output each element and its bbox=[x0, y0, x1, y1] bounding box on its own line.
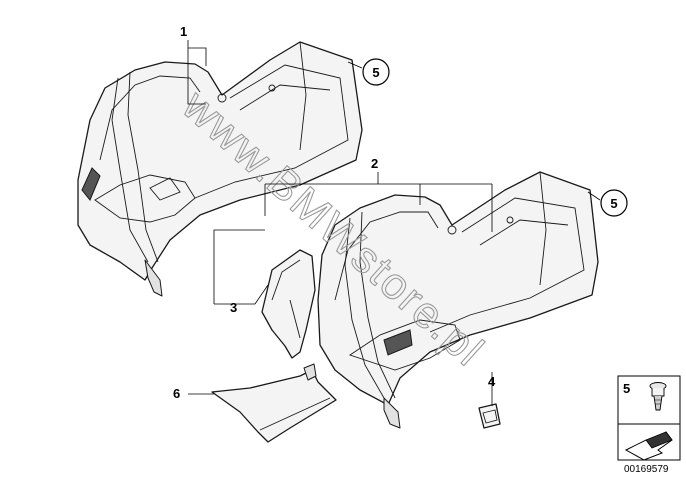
callout-2: 2 bbox=[371, 156, 378, 171]
left-trunk-trim-panel bbox=[77, 41, 363, 297]
direction-arrow-icon bbox=[624, 431, 673, 461]
callout-4: 4 bbox=[488, 374, 496, 389]
legend-box: 5 bbox=[617, 375, 681, 461]
legend-item-number: 5 bbox=[623, 381, 630, 396]
cover-cap-piece bbox=[478, 403, 501, 429]
callout-6: 6 bbox=[173, 386, 180, 401]
floor-cover-piece bbox=[211, 363, 337, 443]
callout-5-top: 5 bbox=[372, 65, 379, 80]
callout-3: 3 bbox=[230, 300, 237, 315]
callout-5-circle-right: 5 bbox=[600, 189, 628, 217]
right-trunk-trim-panel bbox=[317, 171, 599, 429]
leader-lines bbox=[187, 40, 601, 406]
side-trim-piece bbox=[261, 249, 316, 359]
push-rivet-clip-icon bbox=[649, 382, 667, 411]
callout-5-right: 5 bbox=[610, 196, 617, 211]
callout-5-circle-top: 5 bbox=[362, 58, 390, 86]
document-number: 00169579 bbox=[624, 464, 669, 475]
callout-1: 1 bbox=[180, 24, 187, 39]
